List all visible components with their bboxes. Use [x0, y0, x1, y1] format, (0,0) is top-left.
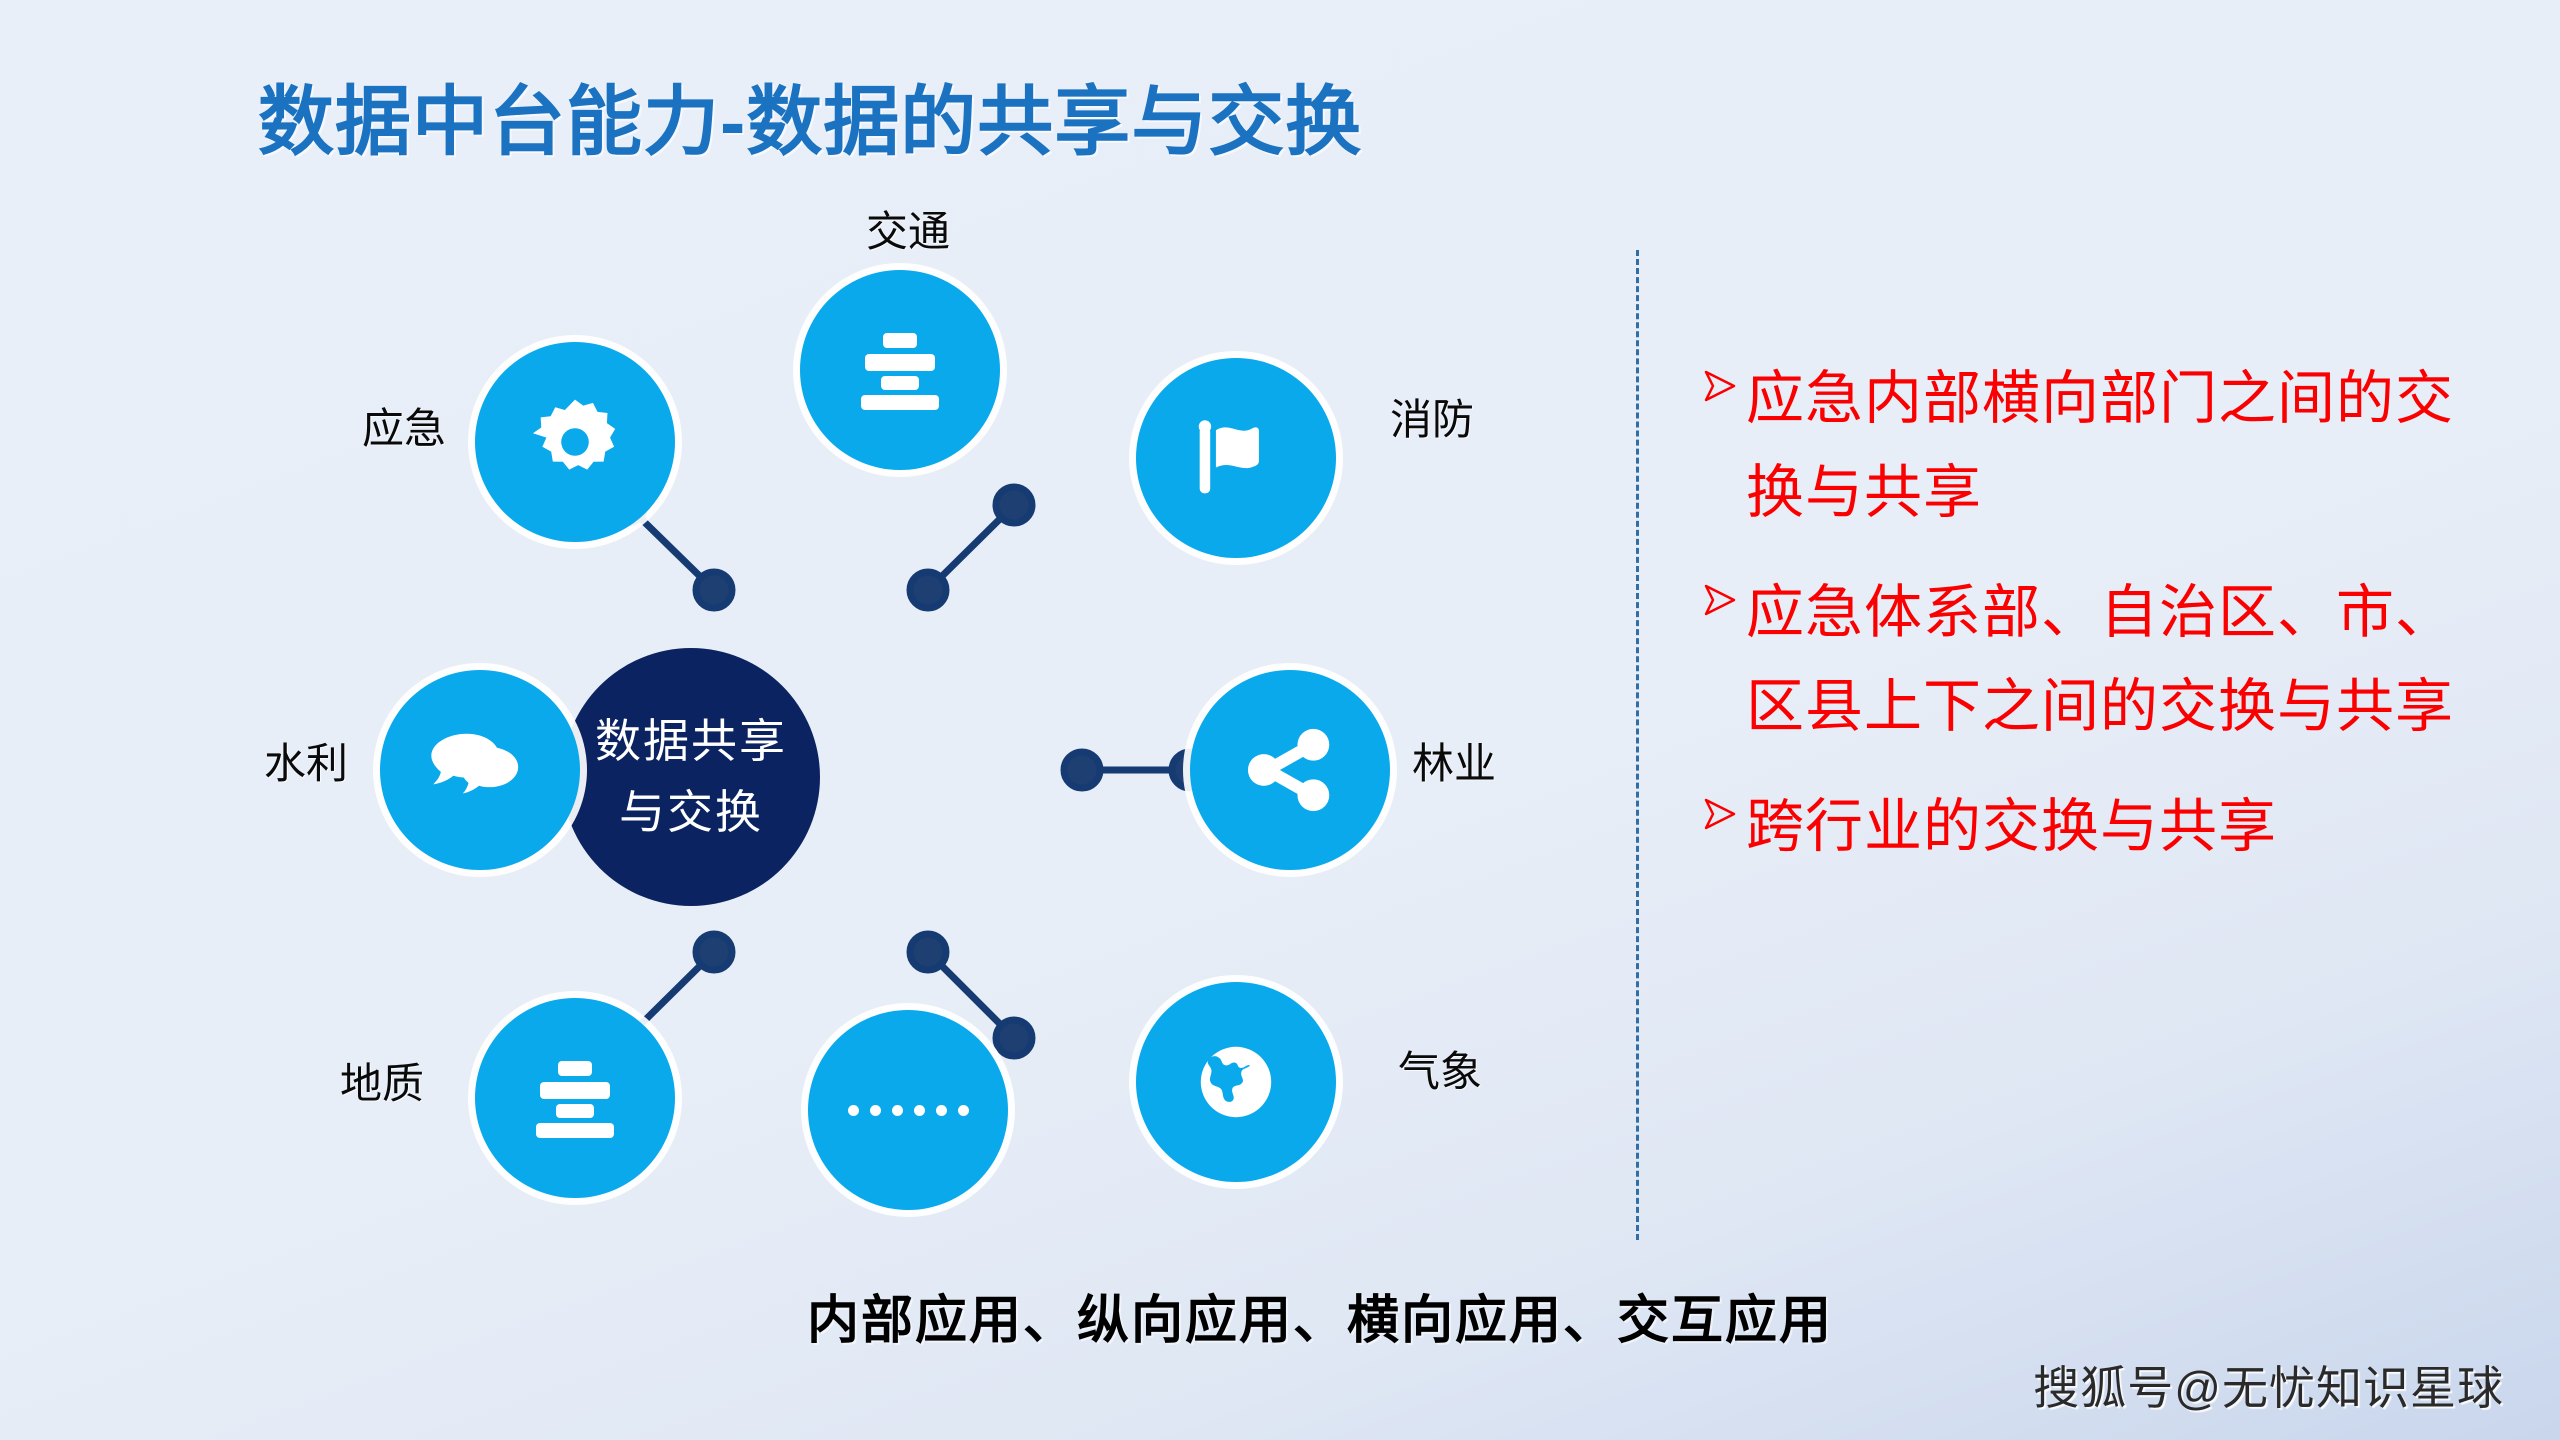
arrow-bullet-icon [1700, 580, 1740, 625]
vertical-dashed-divider [1636, 250, 1639, 1240]
watermark: 搜狐号@无忧知识星球 [2033, 1362, 2504, 1414]
center-hub: 数据共享 与交换 [562, 648, 820, 906]
node-label-geology: 地质 [340, 1060, 425, 1107]
flag-icon [1188, 415, 1284, 501]
bottom-caption-text: 内部应用、纵向应用、横向应用、交互应用 [806, 1292, 1833, 1350]
gear-icon [529, 396, 621, 488]
node-more[interactable] [808, 1010, 1008, 1210]
arrow-bullet-icon [1700, 794, 1740, 839]
page-title: 数据中台能力-数据的共享与交换 [258, 80, 1363, 165]
hub-and-spoke-diagram: 数据共享 与交换 交通 应急 [0, 150, 1640, 1280]
ellipsis-icon [847, 1104, 969, 1116]
bullet-text: 跨行业的交换与共享 [1746, 793, 2278, 859]
stacked-bars-icon [528, 1055, 622, 1141]
node-geology[interactable] [475, 998, 675, 1198]
arrow-bullet-icon [1700, 366, 1740, 411]
node-transport[interactable] [800, 270, 1000, 470]
center-line-2: 与交换 [619, 786, 763, 838]
bottom-caption: 内部应用、纵向应用、横向应用、交互应用 [0, 1278, 2560, 1353]
node-label-emergency: 应急 [362, 405, 447, 452]
bullet-text: 应急体系部、自治区、市、区县上下之间的交换与共享 [1746, 579, 2455, 739]
node-label-water: 水利 [264, 740, 349, 787]
bullet-item: 应急内部横向部门之间的交换与共享 [1700, 352, 2500, 540]
bullet-text: 应急内部横向部门之间的交换与共享 [1746, 366, 2455, 525]
bullet-list: 应急内部横向部门之间的交换与共享 应急体系部、自治区、市、区县上下之间的交换与共… [1700, 352, 2500, 900]
node-weather[interactable] [1136, 982, 1336, 1182]
node-emergency[interactable] [475, 342, 675, 542]
node-forestry[interactable] [1190, 670, 1390, 870]
node-label-firefighting: 消防 [1390, 396, 1475, 443]
node-label-transport: 交通 [866, 208, 951, 255]
stacked-bars-icon [853, 327, 947, 413]
node-label-weather: 气象 [1398, 1048, 1483, 1095]
bullet-item: 跨行业的交换与共享 [1700, 780, 2500, 874]
node-water[interactable] [380, 670, 580, 870]
center-line-1: 数据共享 [595, 714, 787, 767]
globe-icon [1192, 1038, 1280, 1126]
node-label-forestry: 林业 [1412, 740, 1497, 787]
share-icon [1243, 727, 1337, 813]
chat-bubbles-icon [430, 728, 530, 812]
node-firefighting[interactable] [1136, 358, 1336, 558]
bullet-item: 应急体系部、自治区、市、区县上下之间的交换与共享 [1700, 566, 2500, 754]
